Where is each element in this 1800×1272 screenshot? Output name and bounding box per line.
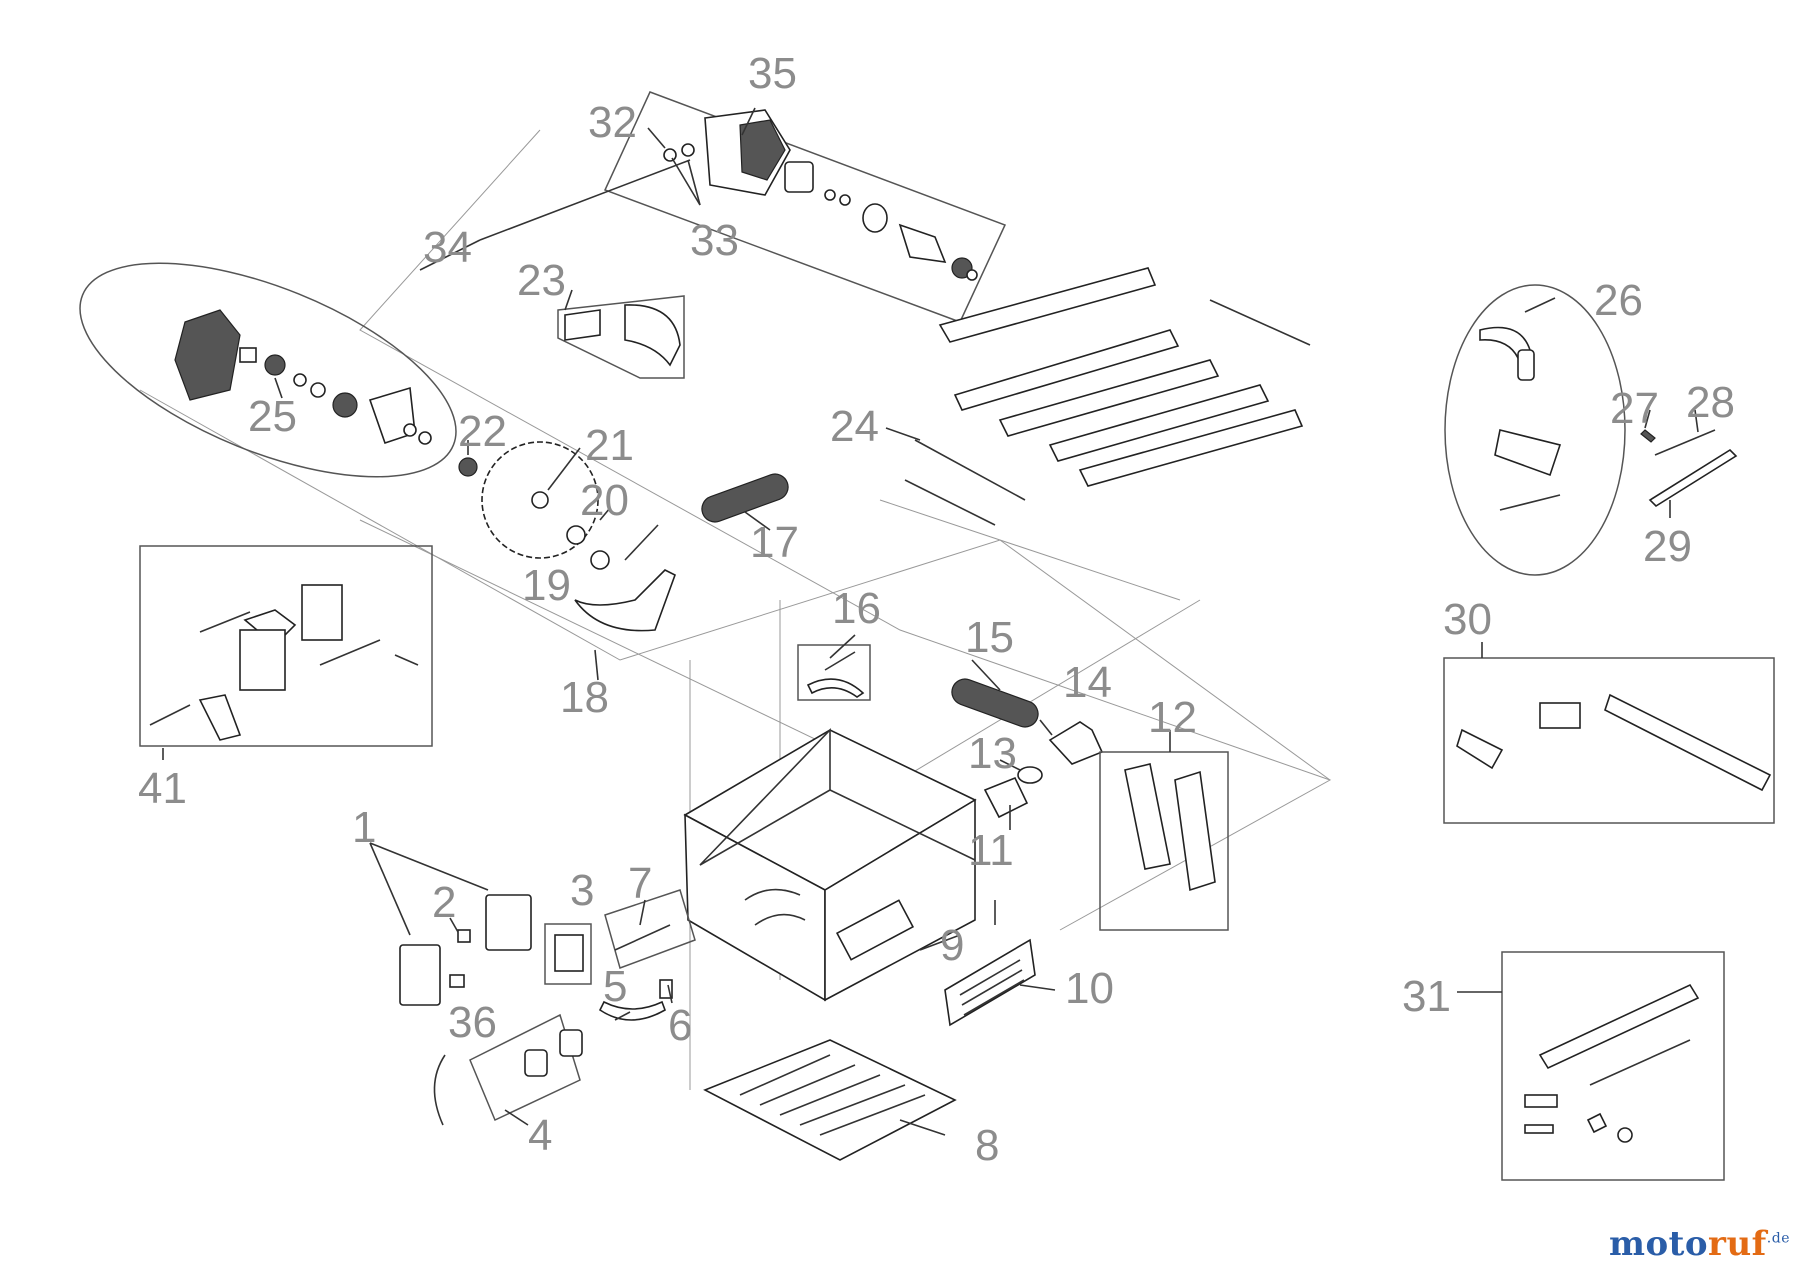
callout-11: 11 (968, 826, 1014, 875)
leader-lines (162, 107, 1699, 1136)
bevel-scale-group (797, 644, 871, 701)
callout-26: 26 (1594, 276, 1643, 325)
table-extension-rails (904, 267, 1311, 526)
watermark-brand-start: moto (1608, 1224, 1709, 1264)
callout-41: 41 (138, 764, 187, 813)
trunnion-group (139, 545, 433, 747)
watermark-brand-accent: ruf (1708, 1224, 1767, 1264)
cabinet-base (683, 728, 977, 1002)
callout-35: 35 (748, 49, 797, 98)
callout-23: 23 (517, 256, 566, 305)
callout-18: 18 (560, 673, 609, 722)
gearbox-group (79, 262, 457, 478)
callout-30: 30 (1443, 595, 1492, 644)
callout-27: 27 (1610, 384, 1659, 433)
dust-port-group (983, 721, 1104, 819)
callout-17: 17 (750, 518, 799, 567)
callout-32: 32 (588, 98, 637, 147)
table-extension-group (1501, 951, 1725, 1181)
watermark-logo: motoruf.de (1609, 1224, 1790, 1264)
callout-34: 34 (423, 223, 472, 272)
callout-3: 3 (570, 866, 594, 915)
callout-7: 7 (628, 859, 652, 908)
callout-21: 21 (585, 421, 634, 470)
callout-33: 33 (690, 216, 739, 265)
callout-8: 8 (975, 1121, 999, 1170)
bottom-plate (703, 1039, 957, 1161)
callout-4: 4 (528, 1111, 552, 1160)
callout-16: 16 (832, 584, 881, 633)
height-adjust-group (433, 889, 696, 1126)
riving-knife-group (557, 295, 685, 379)
callout-36: 36 (448, 998, 497, 1047)
side-cover-group (1099, 751, 1229, 931)
blade-group (458, 441, 610, 570)
callout-5: 5 (603, 962, 627, 1011)
callout-labels: 1 2 3 4 5 6 7 8 9 10 11 12 13 14 15 16 1… (138, 49, 1735, 1170)
callout-6: 6 (668, 1001, 692, 1050)
vent-cover (944, 900, 1036, 1027)
callout-31: 31 (1402, 972, 1451, 1021)
callout-12: 12 (1148, 693, 1197, 742)
callout-28: 28 (1686, 378, 1735, 427)
callout-10: 10 (1065, 964, 1114, 1013)
callout-2: 2 (432, 878, 456, 927)
callout-22: 22 (458, 407, 507, 456)
accessory-group (1444, 284, 1738, 576)
callout-20: 20 (580, 476, 629, 525)
switch-group (399, 894, 592, 1006)
watermark-domain-suffix: .de (1766, 1230, 1790, 1247)
callout-19: 19 (522, 561, 571, 610)
callout-25: 25 (248, 392, 297, 441)
callout-15: 15 (965, 613, 1014, 662)
callout-13: 13 (968, 729, 1017, 778)
callout-14: 14 (1063, 658, 1112, 707)
motor-assembly-group (603, 91, 1007, 323)
callout-1: 1 (352, 803, 376, 852)
rip-fence-group (1443, 657, 1775, 824)
blade-guard (574, 569, 676, 632)
callout-9: 9 (940, 921, 964, 970)
callout-29: 29 (1643, 522, 1692, 571)
hoses (701, 473, 1039, 728)
callout-24: 24 (830, 402, 879, 451)
